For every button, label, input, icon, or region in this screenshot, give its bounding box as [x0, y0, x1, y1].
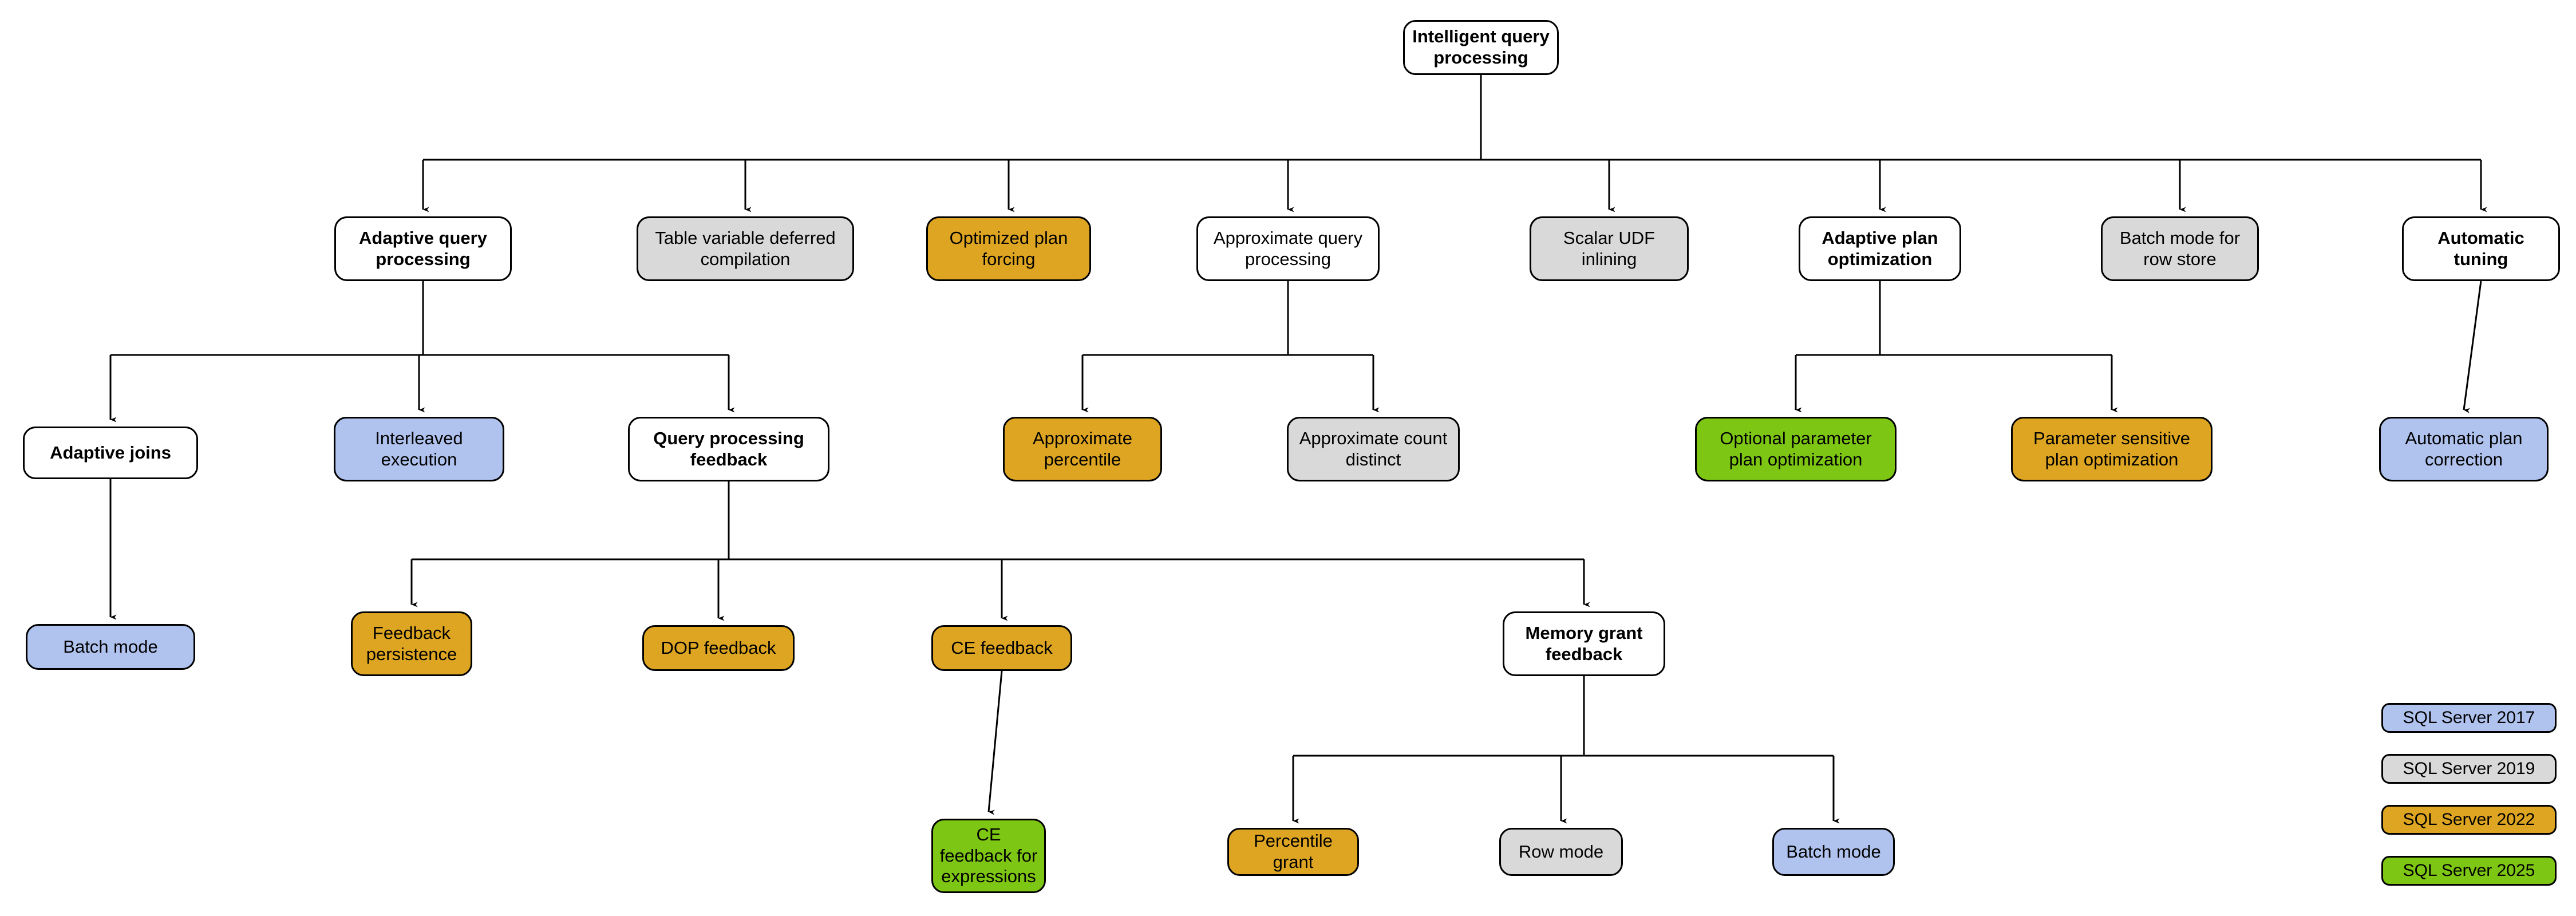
- node-apc[interactable]: Automatic plan correction: [2379, 417, 2549, 481]
- legend-item-sql-server-2019: SQL Server 2019: [2381, 754, 2557, 784]
- node-sudf[interactable]: Scalar UDF inlining: [1530, 216, 1689, 281]
- node-label: Parameter sensitive plan optimization: [2033, 428, 2190, 469]
- node-oppo[interactable]: Optional parameter plan optimization: [1695, 417, 1897, 481]
- node-cefbexpr[interactable]: CE feedback for expressions: [931, 819, 1046, 893]
- legend-item-sql-server-2017: SQL Server 2017: [2381, 703, 2557, 733]
- node-label: Optional parameter plan optimization: [1720, 428, 1872, 469]
- node-at[interactable]: Automatic tuning: [2402, 216, 2560, 281]
- node-label: Memory grant feedback: [1525, 622, 1643, 664]
- legend-label: SQL Server 2019: [2403, 759, 2535, 778]
- node-label: Table variable deferred compilation: [655, 227, 836, 269]
- node-pspo[interactable]: Parameter sensitive plan optimization: [2011, 417, 2212, 481]
- legend-label: SQL Server 2022: [2403, 810, 2535, 829]
- node-approxcd[interactable]: Approximate count distinct: [1287, 417, 1460, 481]
- node-apo[interactable]: Adaptive plan optimization: [1799, 216, 1961, 281]
- node-label: Batch mode for row store: [2119, 227, 2241, 269]
- node-label: Batch mode: [1786, 841, 1881, 862]
- node-apq[interactable]: Approximate query processing: [1196, 216, 1380, 281]
- node-dopfb[interactable]: DOP feedback: [642, 625, 795, 671]
- node-label: Adaptive query processing: [359, 227, 487, 269]
- node-label: CE feedback: [951, 637, 1053, 658]
- node-aqp[interactable]: Adaptive query processing: [334, 216, 512, 281]
- node-label: DOP feedback: [661, 637, 776, 658]
- node-cefb[interactable]: CE feedback: [931, 625, 1072, 671]
- node-batchmode1[interactable]: Batch mode: [26, 624, 195, 670]
- node-label: Automatic tuning: [2437, 227, 2524, 269]
- node-qpf[interactable]: Query processing feedback: [628, 417, 829, 481]
- node-label: Row mode: [1518, 841, 1604, 862]
- node-label: Approximate percentile: [1032, 428, 1133, 469]
- legend-item-sql-server-2022: SQL Server 2022: [2381, 805, 2557, 835]
- node-fbpers[interactable]: Feedback persistence: [351, 611, 472, 676]
- node-rowmode[interactable]: Row mode: [1499, 828, 1623, 876]
- node-label: Approximate query processing: [1213, 227, 1363, 269]
- node-ajoins[interactable]: Adaptive joins: [23, 427, 198, 479]
- node-label: Query processing feedback: [653, 428, 804, 469]
- node-bmrs[interactable]: Batch mode for row store: [2101, 216, 2259, 281]
- node-pctgrant[interactable]: Percentile grant: [1227, 828, 1359, 876]
- legend-item-sql-server-2025: SQL Server 2025: [2381, 856, 2557, 886]
- node-batchmode2[interactable]: Batch mode: [1772, 828, 1895, 876]
- legend-label: SQL Server 2017: [2403, 708, 2535, 727]
- node-label: Intelligent query processing: [1412, 26, 1550, 68]
- node-approxpct[interactable]: Approximate percentile: [1003, 417, 1162, 481]
- node-label: Batch mode: [63, 636, 158, 657]
- node-label: Adaptive joins: [50, 442, 171, 463]
- node-root[interactable]: Intelligent query processing: [1403, 20, 1559, 75]
- node-tvdc[interactable]: Table variable deferred compilation: [637, 216, 854, 281]
- legend-label: SQL Server 2025: [2403, 861, 2535, 880]
- node-label: Adaptive plan optimization: [1822, 227, 1938, 269]
- node-label: CE feedback for expressions: [939, 824, 1038, 887]
- node-label: Automatic plan correction: [2405, 428, 2523, 469]
- node-interleaved[interactable]: Interleaved execution: [334, 417, 504, 481]
- node-mgf[interactable]: Memory grant feedback: [1503, 611, 1665, 676]
- node-label: Optimized plan forcing: [949, 227, 1068, 269]
- node-label: Percentile grant: [1254, 831, 1333, 872]
- connector: [987, 670, 1003, 815]
- node-label: Approximate count distinct: [1299, 428, 1448, 469]
- node-label: Feedback persistence: [366, 622, 457, 664]
- node-opf[interactable]: Optimized plan forcing: [926, 216, 1091, 281]
- connector: [2463, 281, 2482, 413]
- node-label: Interleaved execution: [375, 428, 463, 469]
- node-label: Scalar UDF inlining: [1563, 227, 1656, 269]
